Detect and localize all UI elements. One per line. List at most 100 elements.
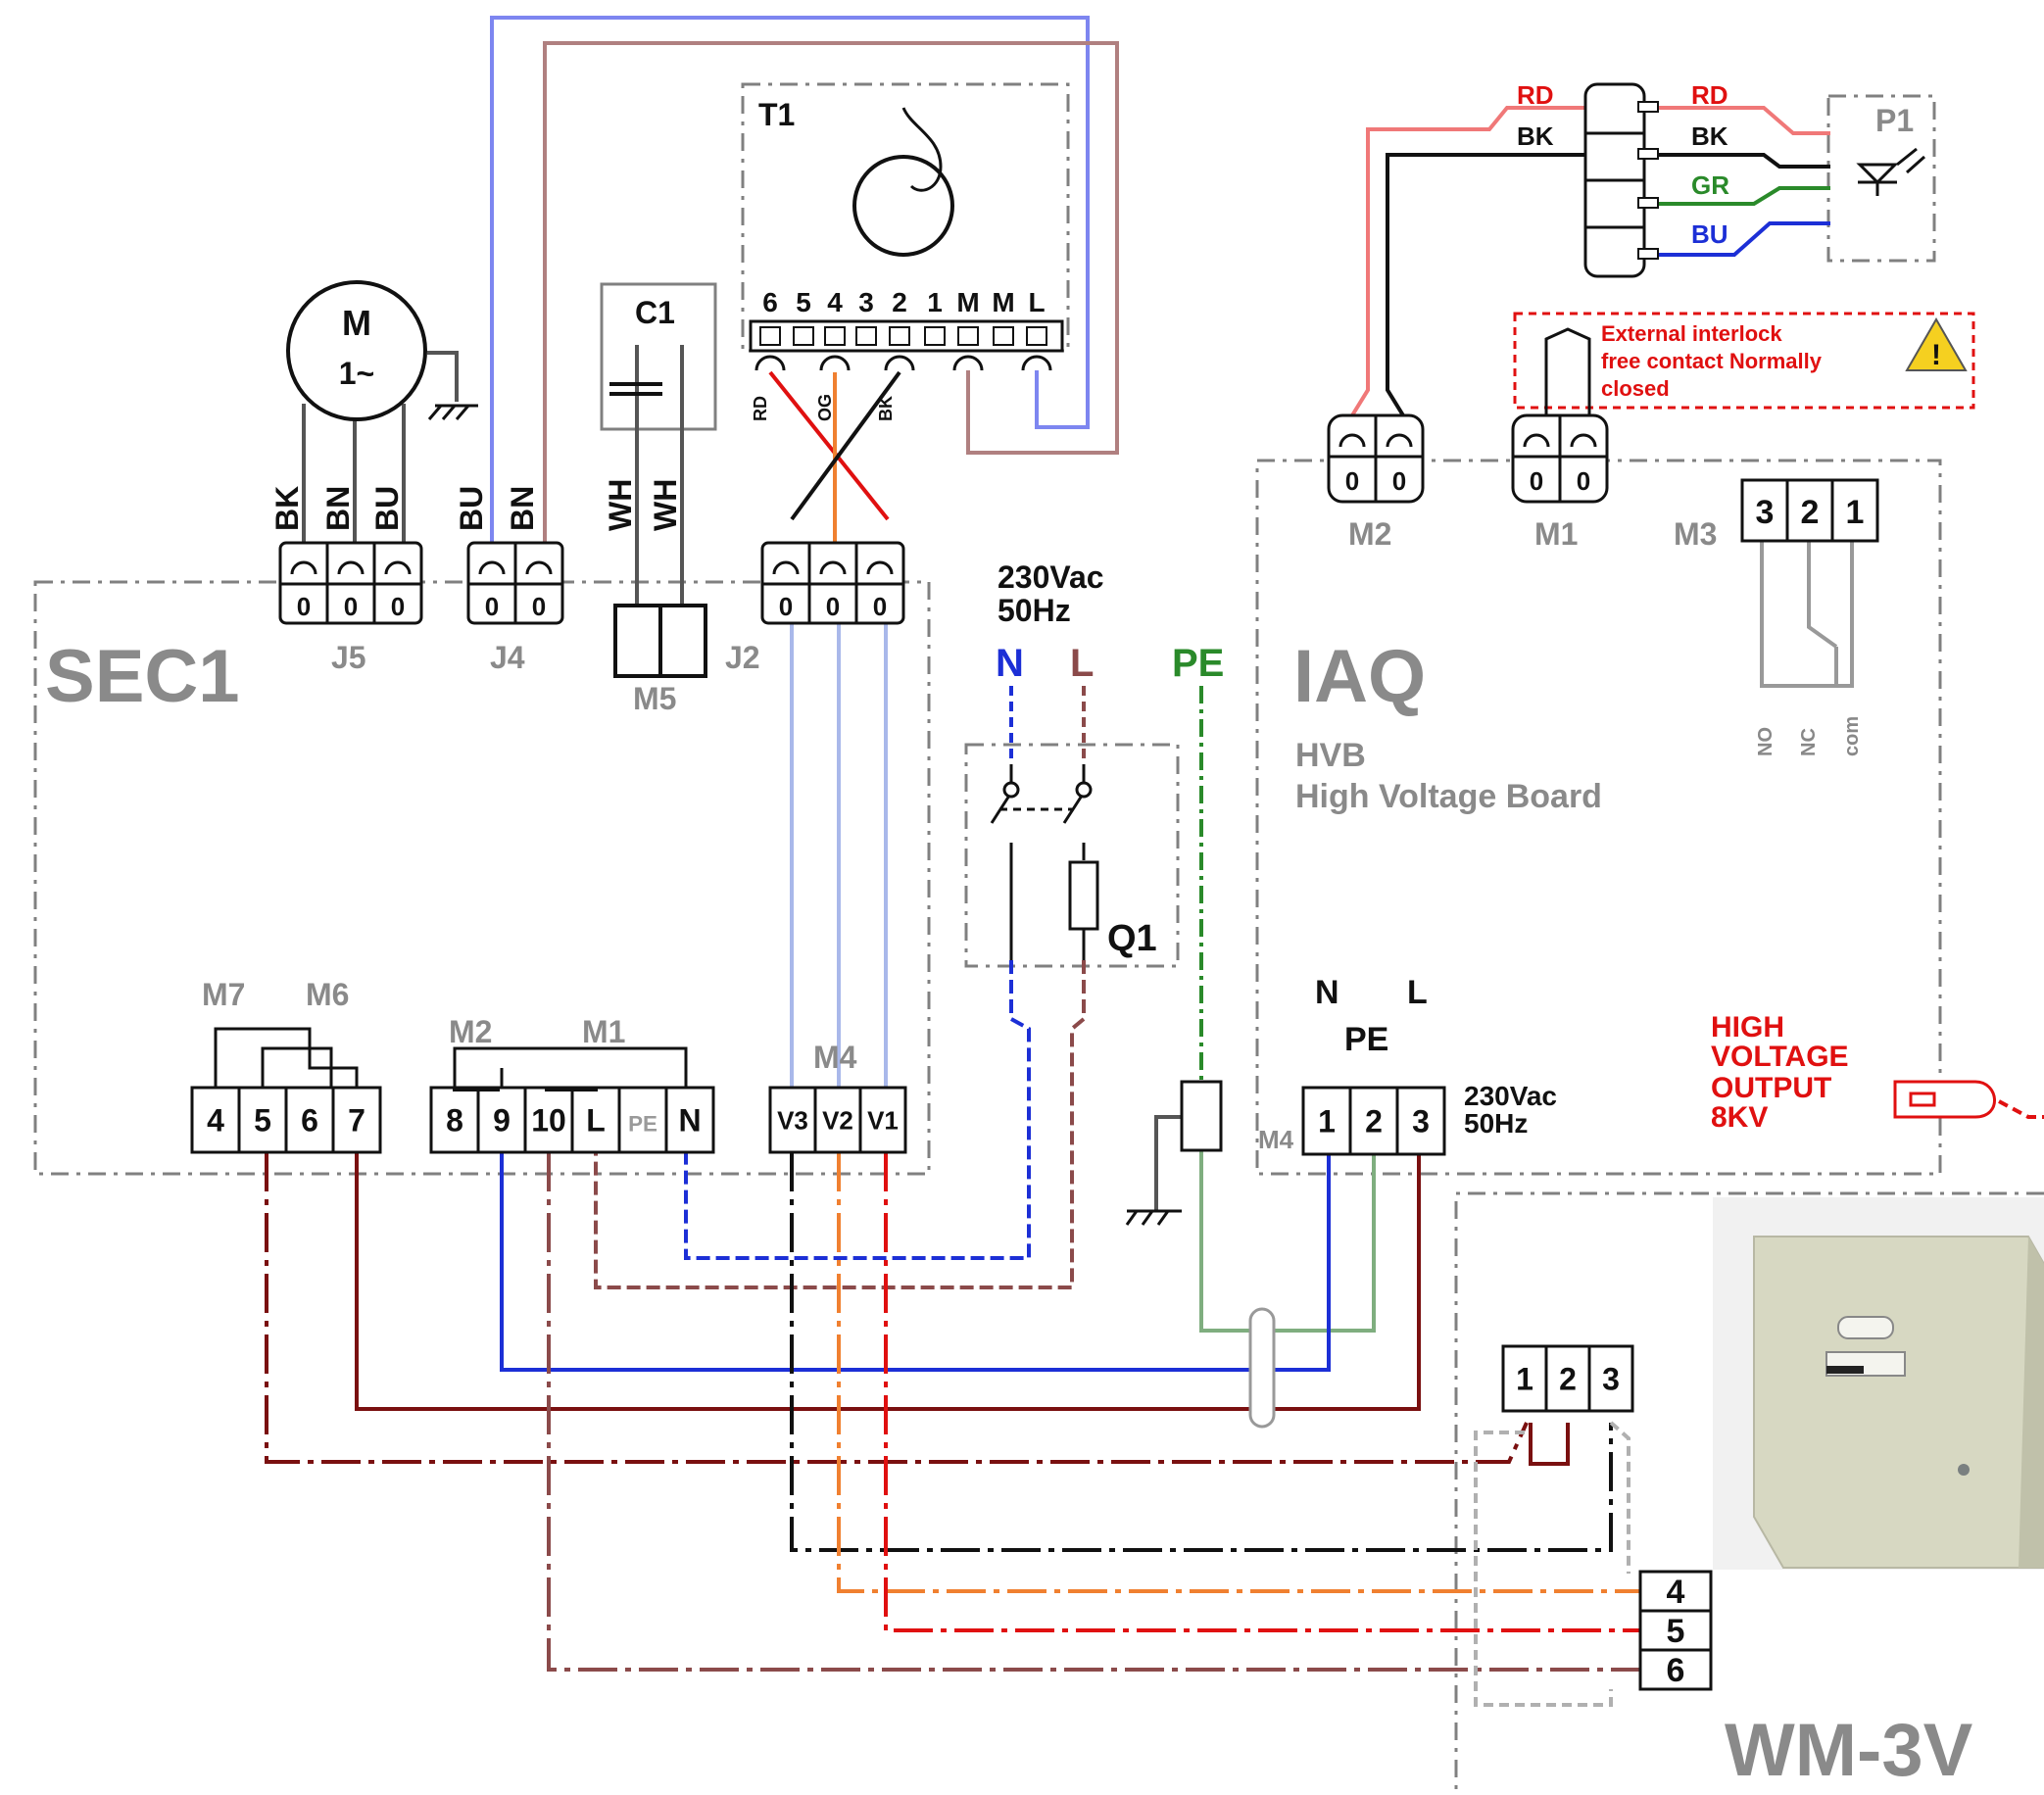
m6-label: M6	[306, 977, 349, 1012]
wire-q1-n-out	[684, 960, 1031, 1260]
iaq-m4-terminal: 2	[1365, 1104, 1383, 1140]
iaq-title: IAQ	[1293, 635, 1426, 718]
t1-terminal-label: 4	[827, 287, 843, 317]
t1-terminal-slot	[889, 326, 910, 346]
interlock-line-1: External interlock	[1601, 321, 1782, 346]
iaq-m1-pin-icon	[1570, 433, 1597, 448]
j5-pin-label: 0	[344, 592, 358, 621]
m7-label: M7	[202, 977, 245, 1012]
j2-pin-icon	[772, 560, 800, 575]
iaq-subtitle-2: High Voltage Board	[1295, 778, 1602, 815]
wm-side-terminal: 6	[1667, 1652, 1685, 1689]
m2-m1-terminal: PE	[628, 1112, 657, 1137]
iaq-m3-t3: 3	[1756, 494, 1775, 531]
m2-m1-terminal: L	[586, 1103, 606, 1139]
iaq-m3-label: M3	[1674, 516, 1717, 552]
p1-left-rd: RD	[1517, 80, 1554, 110]
iaq-m3-com: com	[1841, 716, 1863, 756]
pe-terminal	[1180, 1080, 1223, 1152]
j2-pin-label: 0	[779, 592, 793, 621]
hv-line-2: VOLTAGE	[1711, 1041, 1849, 1073]
c1-label: C1	[635, 295, 675, 330]
wire-t1-rd	[768, 370, 890, 521]
p1-pin-4	[1637, 248, 1659, 260]
iaq-m4-terminal: 1	[1318, 1104, 1336, 1140]
wm-device-bar	[1826, 1366, 1864, 1374]
m5-label: M5	[633, 681, 676, 716]
j2-pin-icon	[819, 560, 847, 575]
sec-m4-terminal: V3	[777, 1105, 808, 1135]
sec-m4-terminal: V1	[867, 1105, 899, 1135]
warning-icon-mark: !	[1931, 339, 1941, 371]
t1-terminal-slot	[1026, 326, 1047, 346]
sec-m1-label: M1	[582, 1014, 625, 1049]
iaq-m2-pin-icon	[1338, 433, 1366, 448]
iaq-supply-voltage: 230Vac	[1464, 1081, 1557, 1111]
iaq-m2-pin-icon	[1386, 433, 1413, 448]
wire-bn-j4-t1	[543, 41, 1119, 549]
iaq-m1-pin-label: 0	[1577, 466, 1590, 496]
iaq-m2-pin-label: 0	[1392, 466, 1406, 496]
wire-iaq-m2-rd	[1350, 106, 1593, 417]
motor-ground-icon	[427, 404, 478, 420]
p1-right-gr: GR	[1691, 170, 1729, 200]
iaq-m1-label: M1	[1534, 516, 1578, 552]
wire-darkred-5-wm1	[265, 1152, 1529, 1464]
p1-right-rd: RD	[1691, 80, 1728, 110]
interlock-line-3: closed	[1601, 376, 1670, 401]
t1-terminal-label: 3	[858, 287, 874, 317]
wire-wm-grey-1	[1474, 1431, 1613, 1707]
m7-m6-terminal: 6	[301, 1103, 318, 1139]
p1-right-bu: BU	[1691, 219, 1728, 249]
iaq-m1-pin-icon	[1523, 433, 1550, 448]
wire-iaq-m2-bk	[1386, 153, 1597, 417]
supply-voltage: 230Vac	[998, 559, 1104, 595]
c1-wire-wh1: WH	[603, 479, 638, 531]
q1-breaker: Q1	[990, 764, 1157, 960]
wire-m3-contacts	[1760, 529, 1854, 688]
j2-pin-label: 0	[826, 592, 840, 621]
iaq-m4-label: M4	[1258, 1125, 1294, 1154]
m2-m1-terminal: 9	[493, 1103, 511, 1139]
m7-m6-terminal: 4	[207, 1103, 224, 1139]
j5-pin-label: 0	[391, 592, 405, 621]
wm-top-block	[1501, 1344, 1634, 1413]
wm-side-block	[1638, 1570, 1713, 1691]
wire-orange-v2-wm4	[837, 1152, 1640, 1593]
interlock-line-2: free contact Normally	[1601, 349, 1823, 373]
wire-blue-9-iaq1	[500, 1152, 1331, 1372]
m2-m1-bridges	[453, 1046, 688, 1088]
t1-terminal-label: 2	[892, 287, 907, 317]
p1-pin-2	[1637, 148, 1659, 160]
motor: M 1~	[286, 280, 478, 421]
iaq-supply-frequency: 50Hz	[1464, 1108, 1528, 1139]
hv-line-4: 8KV	[1711, 1101, 1768, 1134]
wm-title: WM-3V	[1725, 1709, 1973, 1792]
t1-terminal-slot	[855, 326, 877, 346]
j4-pin-icon	[525, 560, 553, 575]
wire-wm-grey-2	[1609, 1421, 1630, 1574]
t1-terminal-label: M	[956, 287, 979, 317]
t1-coil-icon	[852, 155, 954, 257]
m7-m6-terminal: 7	[348, 1103, 365, 1139]
j5-pin-icon	[337, 560, 365, 575]
t1-plug-icon	[819, 355, 851, 371]
iaq-m4-terminal: 3	[1412, 1104, 1430, 1140]
wire-p1-bk	[1656, 153, 1830, 169]
motor-label: M	[342, 303, 371, 343]
wm-top-terminal: 2	[1559, 1362, 1577, 1397]
wire-p1-rd	[1656, 106, 1830, 135]
iaq-l-label: L	[1407, 974, 1428, 1011]
t1-terminal-label: 5	[796, 287, 811, 317]
wire-hv-output	[1998, 1099, 2044, 1119]
p1-label: P1	[1875, 103, 1914, 138]
interlock-note: External interlock free contact Normally…	[1513, 312, 1975, 415]
p1-pin-1	[1637, 101, 1659, 113]
j4-pin-label: 0	[532, 592, 546, 621]
t1-terminal-slot	[993, 326, 1014, 346]
q1-l-terminal-icon	[1075, 781, 1093, 799]
wire-pe-ground	[1154, 1115, 1182, 1211]
j5-wire-bn: BN	[320, 486, 356, 531]
supply-n-label: N	[996, 642, 1024, 685]
